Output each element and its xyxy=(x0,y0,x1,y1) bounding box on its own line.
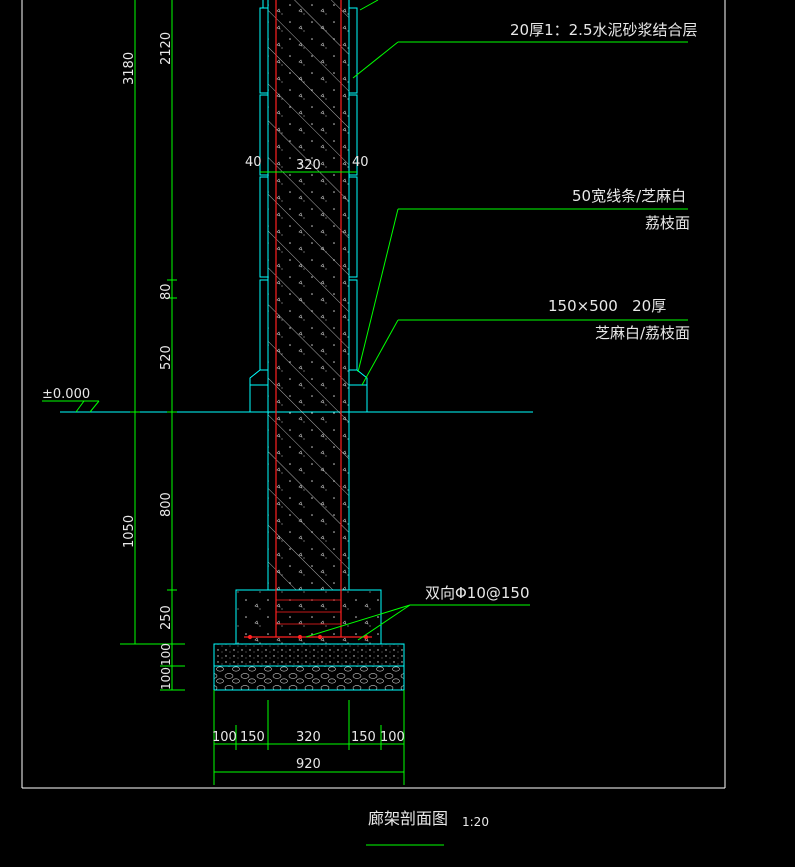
dim-bot-320: 320 xyxy=(296,730,321,745)
cladding-callout-2: 芝麻白/荔枝面 xyxy=(595,324,690,342)
dim-bot-920: 920 xyxy=(296,757,321,772)
footing xyxy=(213,589,405,691)
dim-2120: 2120 xyxy=(159,32,174,65)
mortar-callout: 20厚1：2.5水泥砂浆结合层 xyxy=(510,21,698,39)
column-body xyxy=(267,0,350,590)
dim-3180: 3180 xyxy=(122,52,137,85)
dim-100a: 100 xyxy=(159,643,173,666)
horizontal-dimensions xyxy=(213,690,405,785)
drawing-title: 廊架剖面图 xyxy=(368,809,448,828)
dim-100b: 100 xyxy=(159,667,173,690)
dim-col-320: 320 xyxy=(296,158,321,173)
dim-col-40-left: 40 xyxy=(245,155,262,170)
elevation-label: ±0.000 xyxy=(42,387,90,402)
vertical-dimensions xyxy=(120,0,185,691)
dim-bot-150-left: 150 xyxy=(240,730,265,745)
stone-cladding xyxy=(249,0,368,413)
leader-lines xyxy=(42,0,688,641)
line-strip-callout-1: 50宽线条/芝麻白 xyxy=(572,187,686,205)
dim-800: 800 xyxy=(159,492,174,517)
dim-1050: 1050 xyxy=(122,515,137,548)
dim-col-40-right: 40 xyxy=(352,155,369,170)
drawing-scale: 1:20 xyxy=(462,815,489,829)
line-strip-callout-2: 荔枝面 xyxy=(645,214,690,232)
dim-250: 250 xyxy=(159,605,174,630)
dim-520: 520 xyxy=(159,345,174,370)
dim-80: 80 xyxy=(159,283,174,300)
drawing-frame xyxy=(21,0,726,789)
dim-bot-100-left: 100 xyxy=(212,730,237,745)
cladding-callout-1: 150×500 20厚 xyxy=(548,297,666,315)
dim-bot-100-right: 100 xyxy=(380,730,405,745)
dim-bot-150-right: 150 xyxy=(351,730,376,745)
rebar xyxy=(244,0,372,640)
rebar-callout: 双向Φ10@150 xyxy=(425,584,530,602)
